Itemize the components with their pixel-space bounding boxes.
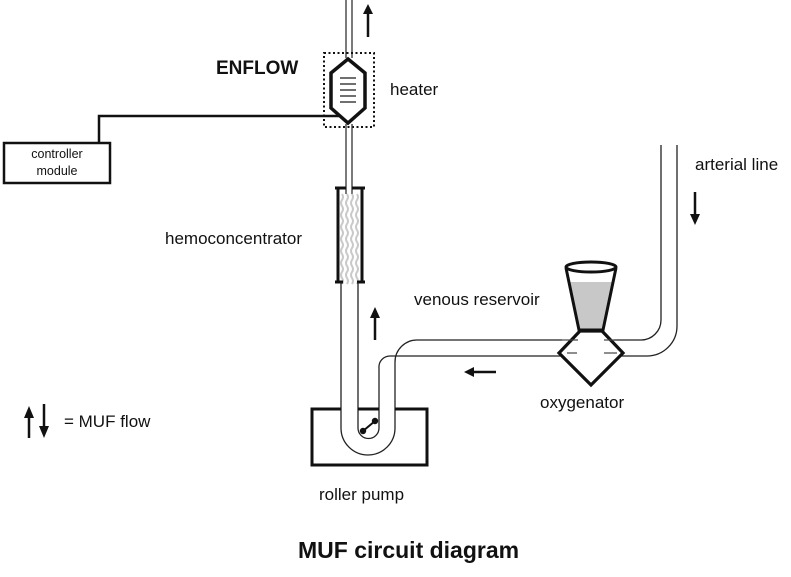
venous-reservoir-icon: [564, 260, 618, 332]
legend-label: = MUF flow: [64, 412, 151, 431]
oxygenator-label: oxygenator: [540, 393, 625, 412]
diagram-title: MUF circuit diagram: [298, 537, 520, 563]
arterial-line-label: arterial line: [695, 155, 779, 174]
flow-arrow-down-arterial: [690, 192, 700, 225]
roller-pump-icon: [310, 407, 429, 467]
venous-reservoir-label: venous reservoir: [414, 290, 540, 309]
enflow-enclosure: [323, 52, 375, 128]
muf-circuit-tube: [340, 282, 567, 456]
heater-outlet-tube: [345, 0, 353, 58]
arterial-line-tube: [614, 145, 678, 357]
enflow-label: ENFLOW: [216, 58, 299, 79]
controller-cable: [97, 114, 340, 143]
heater-coils: [340, 77, 356, 103]
roller-pump-label: roller pump: [319, 485, 405, 504]
controller-module-box: [2, 141, 112, 185]
hemoconcentrator-outlet-tube: [345, 124, 353, 194]
heater-label: heater: [390, 80, 439, 99]
controller-label-line2: module: [36, 164, 78, 178]
flow-arrow-up-top: [363, 4, 373, 37]
oxygenator-icon: [556, 329, 626, 388]
controller-label-line1: controller: [31, 147, 83, 161]
oxygenator-ports: [562, 339, 617, 354]
hemoconcentrator-label: hemoconcentrator: [165, 229, 303, 248]
flow-arrow-left-venous: [464, 367, 496, 377]
controller-module-label: controller module: [4, 146, 110, 180]
flow-arrow-up-pump: [370, 307, 380, 340]
legend-down-arrow-icon: [39, 404, 49, 438]
legend-up-arrow-icon: [24, 406, 34, 438]
hemoconcentrator-icon: [335, 186, 365, 285]
heater-icon: [329, 56, 367, 126]
